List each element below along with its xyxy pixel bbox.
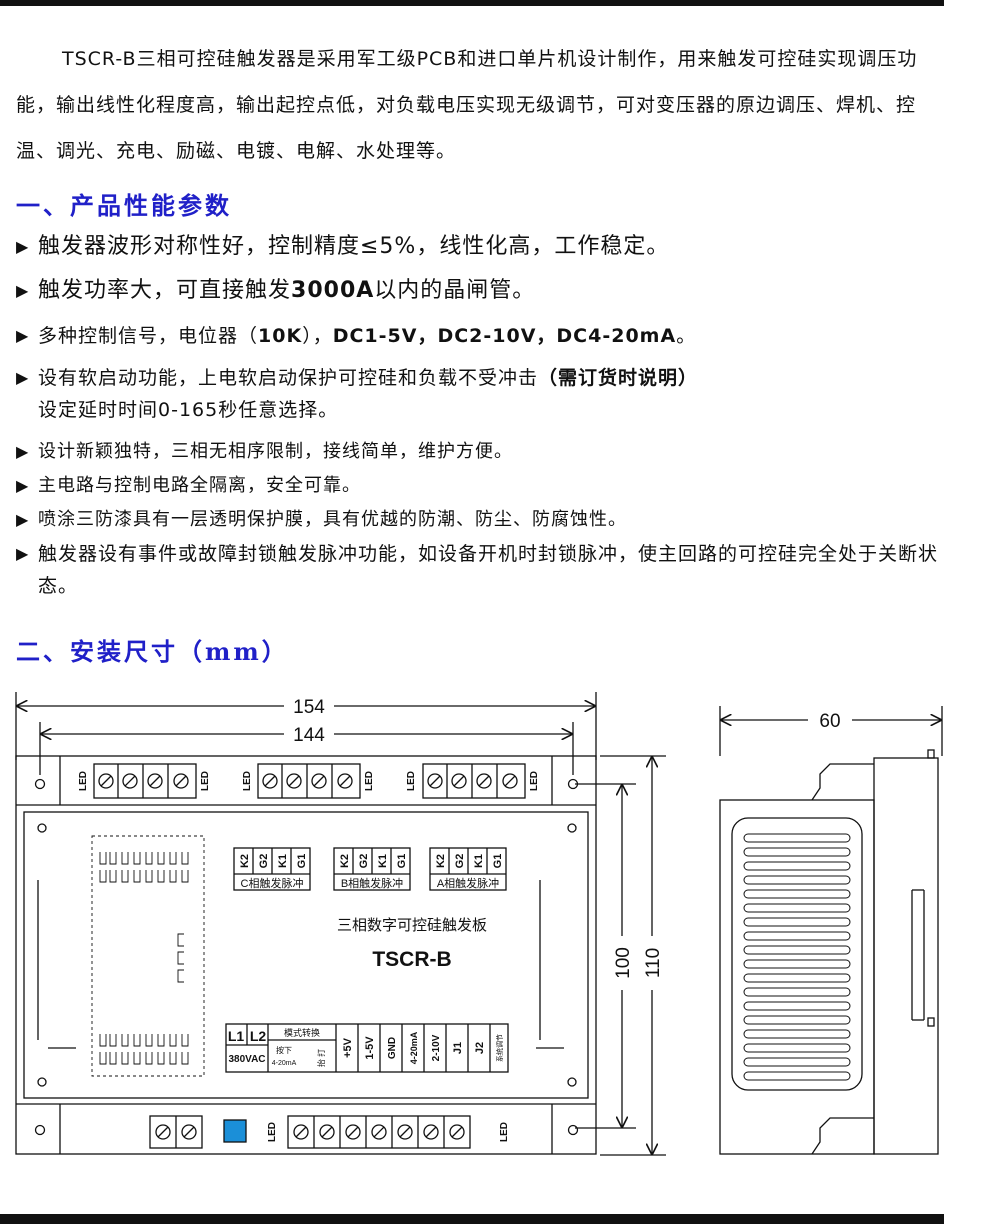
led-label: LED bbox=[267, 1122, 278, 1142]
phase-c-label: C相触发脉冲 bbox=[241, 876, 304, 890]
phase-b-label: B相触发脉冲 bbox=[341, 876, 403, 890]
bottom-rule bbox=[0, 1214, 944, 1224]
bullet-icon: ▶ bbox=[16, 281, 30, 300]
svg-text:100: 100 bbox=[613, 947, 634, 979]
phase-b-pins: K2 G2 K1 G1 B相触发脉冲 bbox=[333, 847, 411, 891]
svg-text:G1: G1 bbox=[492, 854, 504, 869]
dimension-drawing: 154 144 100 110 bbox=[15, 692, 943, 1156]
dim-width-total: 154 bbox=[15, 692, 597, 760]
terminal-block-a: LED LED bbox=[406, 763, 540, 799]
led-label: LED bbox=[78, 771, 89, 791]
bullet-icon: ▶ bbox=[16, 544, 30, 563]
svg-text:154: 154 bbox=[293, 697, 325, 718]
dim-width-holes: 144 bbox=[39, 722, 574, 775]
mount-hole-icon bbox=[567, 1124, 579, 1136]
svg-text:4-20mA: 4-20mA bbox=[409, 1031, 419, 1064]
feature-item: ▶ 设计新颖独特，三相无相序限制，接线简单，维护方便。 bbox=[16, 436, 950, 468]
feature-item: ▶ 多种控制信号，电位器（10K），DC1-5V，DC2-10V，DC4-20m… bbox=[16, 320, 950, 352]
board-title: 三相数字可控硅触发板 bbox=[337, 916, 487, 934]
bullet-icon: ▶ bbox=[16, 476, 30, 495]
bullet-icon: ▶ bbox=[16, 442, 30, 461]
feature-item: ▶ 触发器波形对称性好，控制精度≤5%，线性化高，工作稳定。 bbox=[16, 232, 950, 262]
led-label: LED bbox=[406, 771, 417, 791]
svg-text:J2: J2 bbox=[474, 1042, 486, 1054]
svg-text:K2: K2 bbox=[239, 854, 251, 868]
phase-c-pins: K2 G2 K1 G1 C相触发脉冲 bbox=[233, 847, 311, 891]
svg-text:G2: G2 bbox=[454, 854, 466, 869]
intro-paragraph: TSCR-B三相可控硅触发器是采用军工级PCB和进口单片机设计制作，用来触发可控… bbox=[16, 48, 918, 162]
svg-text:抬 打: 抬 打 bbox=[316, 1049, 326, 1067]
feature-item: ▶ 设有软启动功能，上电软启动保护可控硅和负载不受冲击（需订货时说明） 设定延时… bbox=[16, 362, 950, 426]
phase-a-pins: K2 G2 K1 G1 A相触发脉冲 bbox=[429, 847, 507, 891]
svg-text:+5V: +5V bbox=[342, 1037, 354, 1058]
mount-hole-icon bbox=[37, 823, 47, 833]
bullet-icon: ▶ bbox=[16, 510, 30, 529]
bottom-terminals-power bbox=[149, 1115, 203, 1149]
status-indicator-icon bbox=[223, 1119, 247, 1143]
section-title-performance: 一、产品性能参数 bbox=[16, 191, 232, 220]
mount-hole-icon bbox=[567, 1077, 577, 1087]
feature-item: ▶ 主电路与控制电路全隔离，安全可靠。 bbox=[16, 470, 950, 502]
section-title-dimensions: 二、安装尺寸（mm） bbox=[16, 637, 289, 666]
svg-text:G1: G1 bbox=[396, 854, 408, 869]
svg-text:模式转换: 模式转换 bbox=[284, 1027, 320, 1038]
front-view: LED LED LED LED LED LED bbox=[15, 755, 597, 1155]
svg-text:L1: L1 bbox=[228, 1028, 245, 1044]
bottom-terminals-signal bbox=[287, 1115, 471, 1149]
svg-text:K1: K1 bbox=[277, 854, 289, 868]
svg-text:60: 60 bbox=[819, 711, 840, 732]
feature-list: ▶ 触发器波形对称性好，控制精度≤5%，线性化高，工作稳定。 ▶ 触发功率大，可… bbox=[16, 232, 950, 612]
svg-text:K1: K1 bbox=[473, 854, 485, 868]
mount-hole-icon bbox=[34, 778, 46, 790]
svg-text:K1: K1 bbox=[377, 854, 389, 868]
led-label: LED bbox=[529, 771, 540, 791]
vent-slots bbox=[743, 833, 851, 1081]
mount-hole-icon bbox=[37, 1077, 47, 1087]
svg-text:G2: G2 bbox=[358, 854, 370, 869]
svg-text:J1: J1 bbox=[452, 1042, 464, 1054]
svg-text:110: 110 bbox=[643, 948, 664, 978]
dim-depth: 60 bbox=[719, 706, 943, 756]
led-label: LED bbox=[200, 771, 211, 791]
feature-item: ▶ 喷涂三防漆具有一层透明保护膜，具有优越的防潮、防尘、防腐蚀性。 bbox=[16, 504, 950, 536]
terminal-block-b: LED LED bbox=[242, 763, 375, 799]
terminal-block-c: LED LED bbox=[78, 763, 211, 799]
svg-text:按下: 按下 bbox=[276, 1045, 292, 1055]
phase-a-label: A相触发脉冲 bbox=[437, 876, 499, 890]
bullet-icon: ▶ bbox=[16, 368, 30, 387]
mount-hole-icon bbox=[567, 823, 577, 833]
svg-text:2-10V: 2-10V bbox=[431, 1034, 442, 1061]
bullet-icon: ▶ bbox=[16, 326, 30, 345]
chip-area bbox=[91, 835, 205, 1077]
svg-text:4-20mA: 4-20mA bbox=[272, 1060, 297, 1067]
side-view bbox=[719, 749, 939, 1155]
top-rule bbox=[0, 0, 944, 6]
dim-height-holes: 100 bbox=[575, 783, 636, 1129]
svg-text:144: 144 bbox=[293, 725, 325, 746]
svg-text:GND: GND bbox=[387, 1037, 398, 1059]
svg-text:380VAC: 380VAC bbox=[228, 1054, 265, 1065]
mount-hole-icon bbox=[567, 778, 579, 790]
svg-text:K2: K2 bbox=[339, 854, 351, 868]
svg-text:1-5V: 1-5V bbox=[364, 1036, 376, 1060]
signal-pin-header: L1 L2 380VAC 模式转换 按下 4-20mA 抬 打 +5V 1-5V… bbox=[225, 1023, 509, 1073]
mount-hole-icon bbox=[34, 1124, 46, 1136]
svg-text:G2: G2 bbox=[258, 854, 270, 869]
led-label: LED bbox=[364, 771, 375, 791]
led-label: LED bbox=[499, 1122, 510, 1142]
feature-item: ▶ 触发器设有事件或故障封锁触发脉冲功能，如设备开机时封锁脉冲，使主回路的可控硅… bbox=[16, 538, 950, 602]
svg-text:G1: G1 bbox=[296, 854, 308, 869]
svg-text:L2: L2 bbox=[250, 1028, 267, 1044]
led-label: LED bbox=[242, 771, 253, 791]
svg-text:系统调节: 系统调节 bbox=[495, 1034, 504, 1062]
dim-height-total: 110 bbox=[600, 755, 666, 1156]
board-model: TSCR-B bbox=[372, 948, 451, 971]
feature-item: ▶ 触发功率大，可直接触发3000A以内的晶闸管。 bbox=[16, 276, 950, 306]
svg-text:K2: K2 bbox=[435, 854, 447, 868]
bullet-icon: ▶ bbox=[16, 237, 30, 256]
